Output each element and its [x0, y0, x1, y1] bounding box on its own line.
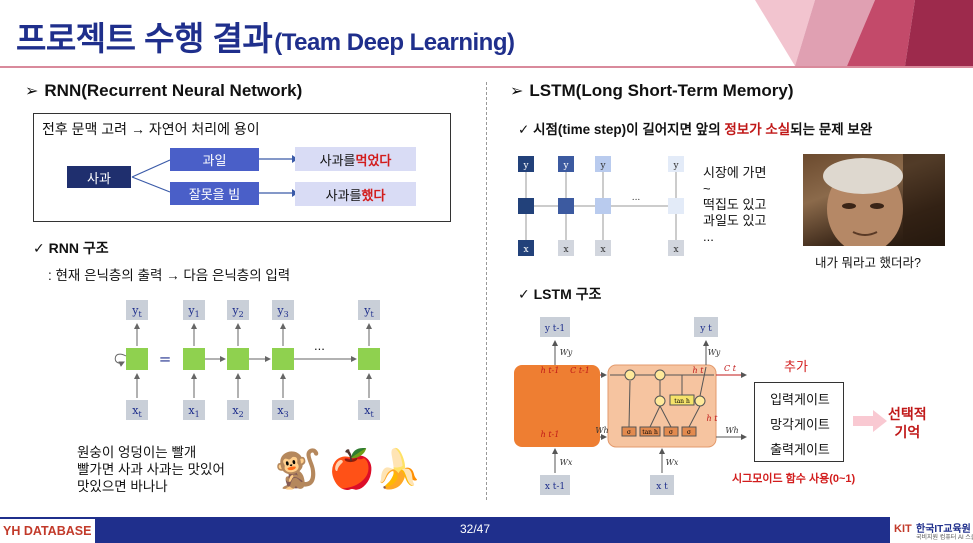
checkmark-icon: ✓: [518, 286, 530, 302]
sequence-word: 과일도 있고: [703, 213, 767, 228]
svg-text:x t-1: x t-1: [545, 482, 565, 492]
svg-text:C t: C t: [724, 364, 737, 373]
gate-list-box: 입력게이트 망각게이트 출력게이트: [754, 382, 844, 462]
svg-text:σ: σ: [687, 429, 691, 436]
banana-icon: 🍌: [374, 449, 422, 491]
svg-text:tan h: tan h: [674, 398, 690, 405]
example-line: 원숭이 엉덩이는 빨개: [77, 445, 197, 460]
svg-text:y: y: [672, 161, 679, 171]
svg-text:x: x: [523, 245, 528, 255]
sequence-word: 시장에 가면: [703, 165, 767, 180]
svg-text:x1: x1: [188, 404, 199, 419]
org-name: 한국IT교육원: [916, 524, 971, 535]
header-corner-decoration: [755, 0, 973, 66]
svg-text:xt: xt: [132, 404, 142, 419]
svg-text:Wy: Wy: [708, 348, 721, 357]
svg-text:Wh: Wh: [595, 426, 608, 435]
sigmoid-note: 시그모이드 함수 사용(0~1): [732, 473, 856, 485]
checkmark-icon: ✓: [518, 122, 530, 137]
branch-word-chip: 잘못을 빔: [170, 182, 259, 205]
sequence-word: ...: [703, 229, 714, 244]
svg-text:Wh: Wh: [725, 426, 738, 435]
svg-text:Wx: Wx: [666, 458, 679, 467]
rnn-example-text: 원숭이 엉덩이는 빨개 빨가면 사과 사과는 맛있어 맛있으면 바나나: [77, 444, 225, 495]
svg-text:tan h: tan h: [642, 429, 658, 436]
svg-text:h t-1: h t-1: [541, 430, 560, 439]
context-example-title: 전후 문맥 고려 → 자연어 처리에 용이: [42, 121, 260, 137]
lstm-sequence-diagram: y x y x y x y x ...: [518, 156, 684, 256]
svg-text:Wy: Wy: [560, 348, 573, 357]
column-divider: [486, 82, 487, 500]
svg-text:x2: x2: [232, 404, 243, 419]
gate-item: 망각게이트: [770, 417, 830, 432]
example-line: 빨가면 사과 사과는 맛있어: [77, 462, 225, 477]
sequence-word: 떡집도 있고: [703, 197, 767, 212]
photo-caption: 내가 뭐라고 했더라?: [815, 256, 921, 270]
header-underline: [0, 66, 973, 68]
svg-text:C t-1: C t-1: [570, 366, 590, 375]
example-line: 맛있으면 바나나: [77, 479, 168, 494]
arrow-bullet-icon: ➢: [25, 83, 39, 100]
svg-text:...: ...: [632, 193, 641, 203]
page-title: 프로젝트 수행 결과(Team Deep Learning): [16, 20, 515, 57]
lstm-section-heading: ➢LSTM(Long Short-Term Memory): [510, 81, 794, 100]
svg-text:y: y: [562, 161, 569, 171]
svg-text:y t-1: y t-1: [544, 324, 565, 334]
monkey-icon: 🐒: [274, 449, 322, 491]
memory-sequence-words: 시장에 가면 ~ 떡집도 있고 과일도 있고 ...: [703, 165, 766, 245]
rnn-structure-description: : 현재 은닉층의 출력 → 다음 은닉층의 입력: [48, 268, 291, 283]
context-example-box: [33, 113, 451, 222]
gate-item: 입력게이트: [770, 392, 830, 407]
rnn-unrolled-diagram: yt xt = y1 x1 y2 x2 y3 x3 y: [114, 300, 380, 420]
branch-word-chip: 과일: [170, 148, 259, 171]
svg-text:Wx: Wx: [560, 458, 573, 467]
thinking-man-photo: [803, 154, 945, 246]
footer-org-logo: KIT 한국IT교육원 국비지원 컴퓨터 AI 스쿨: [890, 517, 973, 543]
sequence-word: ~: [703, 181, 711, 196]
arrow-bullet-icon: ➢: [510, 83, 524, 100]
footer-bar: [0, 517, 973, 543]
gate-item: 출력게이트: [770, 442, 830, 457]
svg-text:h t-1: h t-1: [541, 366, 560, 375]
svg-text:σ: σ: [627, 429, 631, 436]
svg-text:h t: h t: [693, 366, 705, 375]
rnn-structure-heading: ✓ RNN 구조: [33, 240, 109, 256]
svg-text:=: =: [159, 350, 172, 368]
svg-text:y t: y t: [699, 324, 712, 334]
svg-text:x3: x3: [277, 404, 288, 419]
rnn-ellipsis: ...: [314, 338, 325, 353]
svg-text:x: x: [673, 245, 678, 255]
svg-text:xt: xt: [364, 404, 374, 419]
lstm-structure-heading: ✓ LSTM 구조: [518, 286, 602, 302]
added-gates-label: 추가: [784, 359, 808, 374]
svg-text:x t: x t: [656, 482, 668, 492]
footer-brand: YH DATABASE: [0, 517, 95, 543]
apple-icon: 🍎: [328, 449, 376, 491]
selective-memory-label: 선택적 기억: [888, 406, 927, 440]
svg-text:yt: yt: [131, 304, 142, 319]
input-word-chip: 사과: [67, 166, 131, 188]
org-subtitle: 국비지원 컴퓨터 AI 스쿨: [916, 535, 973, 541]
page-number: 32/47: [460, 522, 491, 536]
branch-result-chip: 사과를 먹었다: [295, 147, 416, 171]
page-subtitle: (Team Deep Learning): [274, 29, 515, 56]
svg-text:yt: yt: [363, 304, 374, 319]
svg-text:y: y: [599, 161, 606, 171]
svg-text:σ: σ: [669, 429, 673, 436]
lstm-problem-statement: ✓ 시점(time step)이 길어지면 앞의 정보가 소실되는 문제 보완: [518, 122, 873, 137]
svg-text:x: x: [600, 245, 605, 255]
checkmark-icon: ✓: [33, 240, 45, 256]
org-logo-icon: KIT: [894, 523, 912, 535]
svg-text:y: y: [522, 161, 529, 171]
svg-text:h t: h t: [707, 414, 719, 423]
branch-result-chip: 사과를 했다: [295, 182, 416, 206]
rnn-section-heading: ➢RNN(Recurrent Neural Network): [25, 81, 303, 100]
lstm-cell-diagram: y t-1 y t x t-1 x t tan h σ tan h σ σ: [514, 317, 747, 495]
right-arrow-icon: [853, 410, 887, 432]
svg-text:x: x: [563, 245, 568, 255]
